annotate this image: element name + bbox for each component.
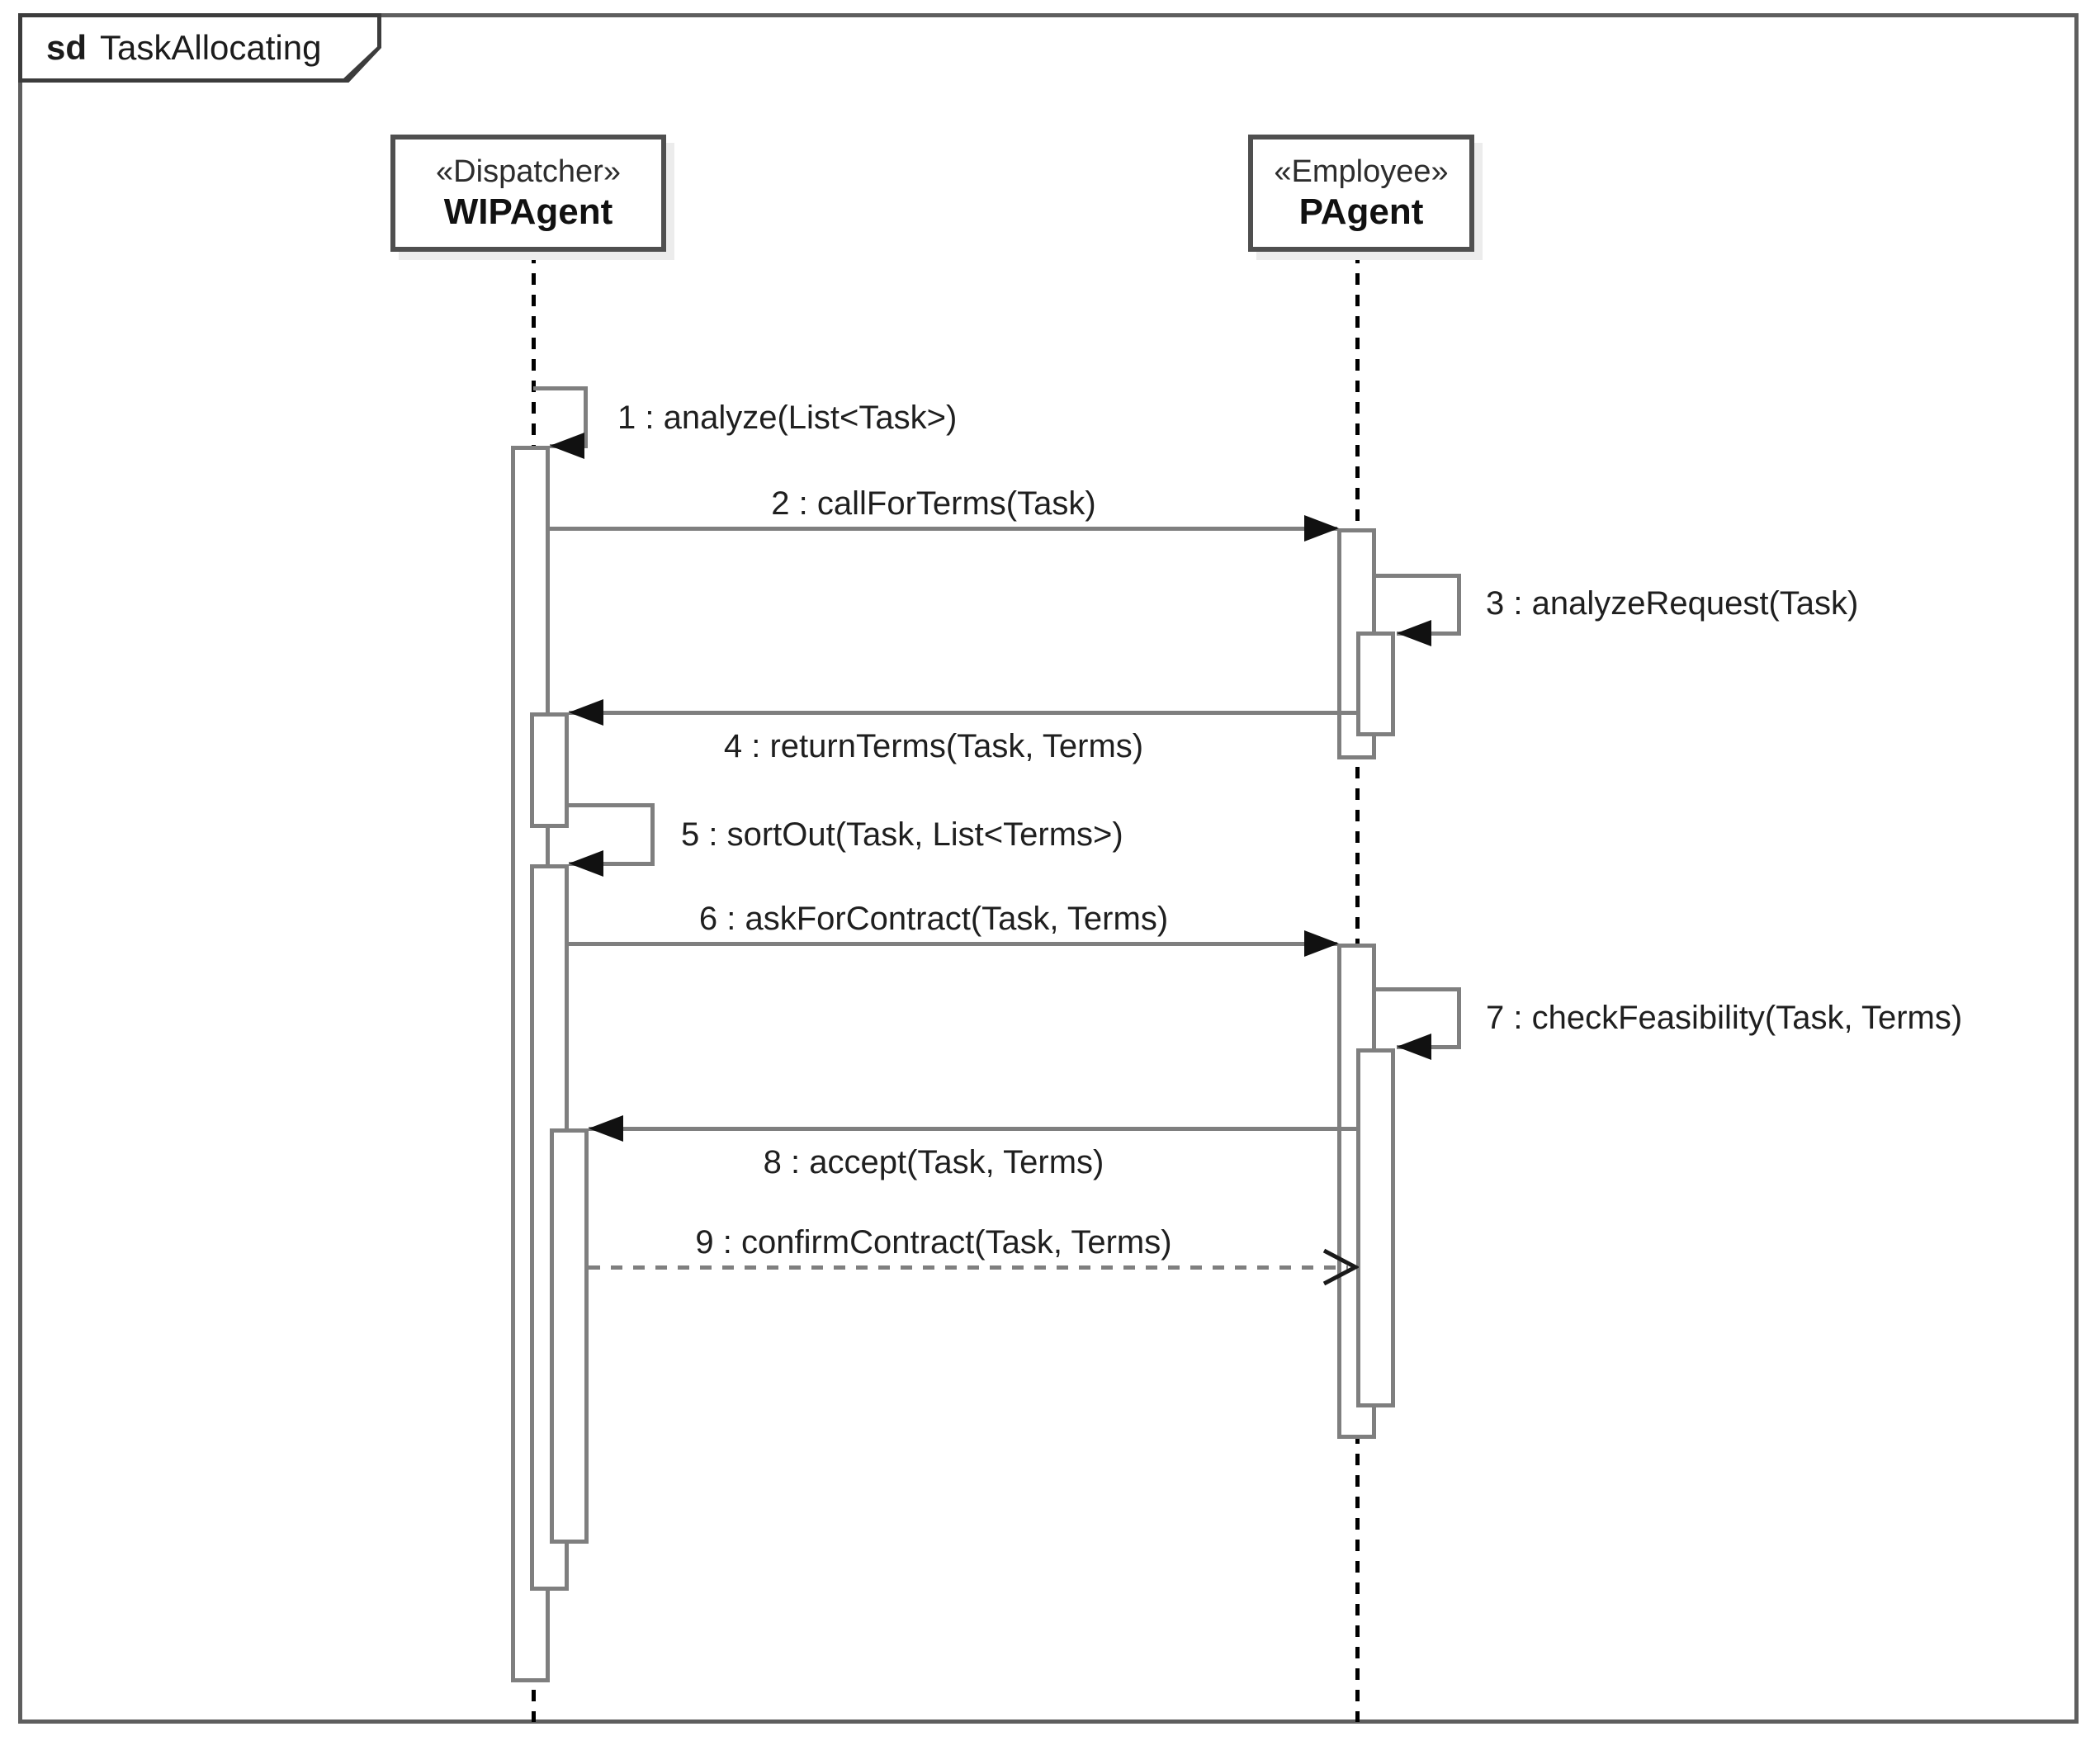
message-2-line bbox=[549, 527, 1337, 531]
message-3-line-out bbox=[1375, 574, 1461, 578]
message-1-label: 1 : analyze(List<Task>) bbox=[617, 400, 958, 436]
lifeline-head-pagent: «Employee» PAgent bbox=[1248, 135, 1474, 252]
frame-title-tab bbox=[18, 13, 381, 83]
message-5-label: 5 : sortOut(Task, List<Terms>) bbox=[681, 816, 1123, 853]
message-5-line-out bbox=[569, 803, 655, 807]
pagent-name: PAgent bbox=[1298, 192, 1424, 232]
message-6-line bbox=[569, 942, 1337, 946]
message-9-open-arrowhead bbox=[1322, 1248, 1359, 1286]
frame-title: sd TaskAllocating bbox=[46, 13, 321, 83]
message-3-arrowhead bbox=[1397, 620, 1431, 646]
message-1-arrowhead bbox=[550, 433, 584, 459]
message-5-line-back bbox=[569, 862, 655, 866]
message-6-label: 6 : askForContract(Task, Terms) bbox=[698, 901, 1169, 937]
wipagent-name: WIPAgent bbox=[443, 192, 613, 232]
diagram-title: TaskAllocating bbox=[100, 28, 322, 67]
message-9-line bbox=[589, 1265, 1348, 1270]
message-2-label: 2 : callForTerms(Task) bbox=[771, 485, 1096, 522]
message-7-line-out bbox=[1375, 987, 1461, 991]
message-3-line-side bbox=[1457, 574, 1461, 636]
message-1-line-out bbox=[533, 386, 588, 390]
message-4-label: 4 : returnTerms(Task, Terms) bbox=[723, 728, 1144, 764]
pagent-stereotype: «Employee» bbox=[1274, 154, 1449, 189]
message-1-line-side bbox=[584, 386, 588, 448]
message-2-arrowhead bbox=[1304, 515, 1339, 542]
message-6-arrowhead bbox=[1304, 930, 1339, 957]
message-8-line bbox=[589, 1127, 1356, 1131]
lifeline-head-wipagent: «Dispatcher» WIPAgent bbox=[390, 135, 666, 252]
activation-wipagent-4 bbox=[550, 1128, 589, 1544]
activation-pagent-4 bbox=[1356, 1048, 1395, 1407]
message-5-arrowhead bbox=[569, 850, 603, 877]
message-4-arrowhead bbox=[569, 699, 603, 726]
message-9-label: 9 : confirmContract(Task, Terms) bbox=[695, 1224, 1172, 1261]
message-7-label: 7 : checkFeasibility(Task, Terms) bbox=[1486, 1000, 1963, 1036]
message-8-arrowhead bbox=[589, 1115, 623, 1142]
message-8-label: 8 : accept(Task, Terms) bbox=[763, 1144, 1104, 1180]
message-4-line bbox=[569, 711, 1356, 715]
activation-pagent-2 bbox=[1356, 632, 1395, 736]
message-3-label: 3 : analyzeRequest(Task) bbox=[1486, 585, 1859, 622]
message-5-line-side bbox=[650, 803, 655, 866]
frame-kind-label: sd bbox=[46, 28, 88, 67]
message-7-arrowhead bbox=[1397, 1034, 1431, 1060]
message-7-line-side bbox=[1457, 987, 1461, 1049]
activation-wipagent-2 bbox=[530, 712, 569, 828]
diagram-frame bbox=[18, 13, 2079, 1724]
frame-title-tab-fill bbox=[22, 17, 377, 78]
wipagent-stereotype: «Dispatcher» bbox=[436, 154, 621, 189]
